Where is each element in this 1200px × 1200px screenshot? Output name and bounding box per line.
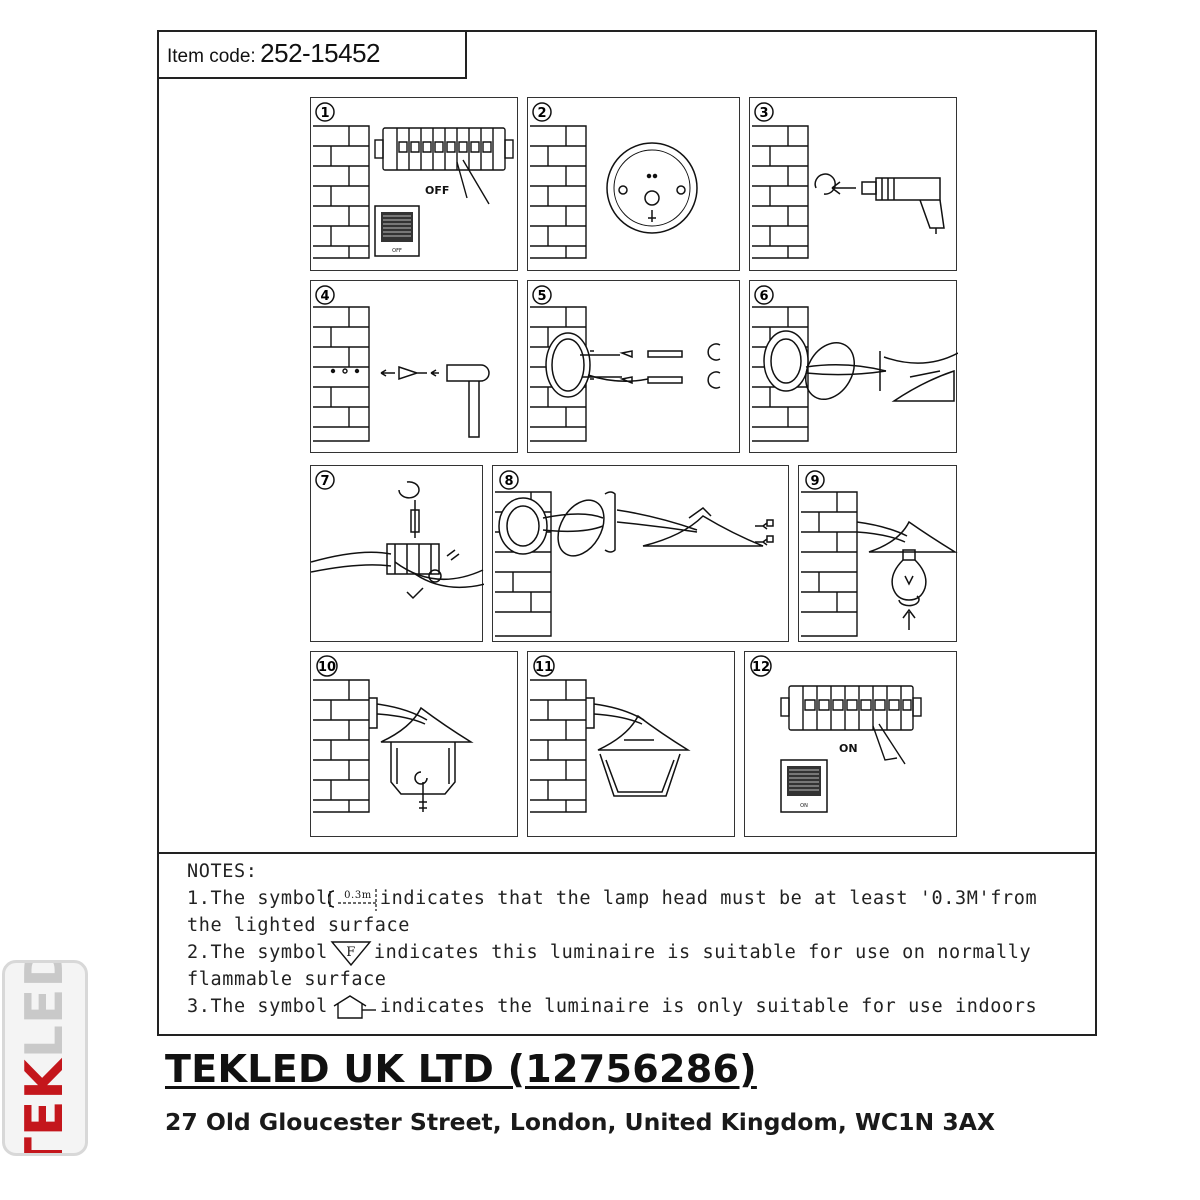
brick-wall-icon — [530, 679, 587, 813]
step-8-panel: 8 — [492, 465, 789, 642]
item-code-box: Item code: 252-15452 — [157, 30, 467, 79]
step-7-illustration: 7 — [311, 470, 484, 600]
step-number: 1 — [320, 106, 329, 121]
logo-part-tek: TEK — [15, 1058, 75, 1156]
distance-0-3m-icon: 0.3m — [327, 889, 377, 911]
step-number: 4 — [320, 289, 329, 304]
note-2-text: indicates this luminaire is suitable for… — [373, 942, 1032, 963]
note-2-cont: flammable surface — [187, 969, 387, 990]
circuit-breaker-icon — [374, 127, 514, 205]
switch-on-label: ON — [800, 803, 808, 809]
instruction-frame — [157, 30, 1097, 1036]
tekled-logo: TEKLED — [2, 960, 88, 1156]
step-8-illustration: 8 — [495, 470, 774, 637]
note-1-cont: the lighted surface — [187, 915, 411, 936]
step-number: 12 — [752, 660, 770, 675]
lamp-mount-icon — [498, 491, 774, 557]
brick-wall-icon — [313, 125, 370, 259]
circuit-breaker-icon — [780, 685, 922, 765]
distance-label: 0.3m — [344, 890, 372, 901]
step-3-panel: 3 — [749, 97, 957, 271]
step-2-panel: 2 — [527, 97, 740, 271]
step-5-panel: 5 — [527, 280, 740, 453]
step-number: 5 — [537, 289, 546, 304]
step-number: 10 — [318, 660, 336, 675]
step-5-illustration: 5 — [530, 285, 721, 442]
step-number: 2 — [537, 106, 546, 121]
terminal-block-icon — [311, 481, 484, 600]
step-6-illustration: 6 — [752, 285, 958, 442]
step-4-illustration: 4 — [313, 285, 490, 442]
logo-part-led: LED — [15, 960, 75, 1059]
step-number: 6 — [759, 289, 768, 304]
step-12-panel: 12 ON ON — [744, 651, 957, 837]
lantern-icon — [369, 697, 474, 812]
switch-on-icon: ON — [780, 759, 828, 813]
step-2-illustration: 2 — [530, 102, 698, 259]
notes-divider — [157, 852, 1097, 854]
drill-icon — [814, 173, 945, 234]
step-number: 7 — [320, 474, 329, 489]
brick-wall-icon — [313, 679, 370, 813]
step-4-panel: 4 — [310, 280, 518, 453]
step-number: 8 — [504, 474, 513, 489]
off-label: OFF — [425, 184, 449, 197]
step-12-illustration: 12 ON ON — [750, 655, 922, 813]
step-10-illustration: 10 — [313, 655, 474, 813]
wall-plate-screws-icon — [545, 332, 721, 398]
step-number: 9 — [810, 474, 819, 489]
note-1-text: indicates that the lamp head must be at … — [379, 888, 1038, 909]
step-number: 3 — [759, 106, 768, 121]
step-10-panel: 10 — [310, 651, 518, 837]
item-code-value: 252-15452 — [260, 38, 381, 68]
step-9-illustration: 9 — [801, 470, 958, 637]
notes-section: NOTES: 1.The symbol 0.3m indicates that the… — [187, 858, 1067, 1020]
brick-wall-icon — [530, 125, 587, 259]
item-code-label: Item code: — [167, 46, 256, 67]
note-3-text: indicates the luminaire is only suitable… — [379, 996, 1038, 1017]
step-6-panel: 6 — [749, 280, 958, 453]
step-9-panel: 9 — [798, 465, 958, 642]
brick-wall-icon — [801, 491, 858, 637]
step-11-panel: 11 — [527, 651, 735, 837]
step-number: 11 — [535, 660, 553, 675]
step-1-panel: 1 OFF OFF — [310, 97, 518, 271]
brick-wall-icon — [752, 125, 809, 259]
note-1-intro: 1.The symbol — [187, 888, 328, 909]
note-3-intro: 3.The symbol — [187, 996, 328, 1017]
step-7-panel: 7 — [310, 465, 484, 642]
step-3-illustration: 3 — [752, 102, 945, 259]
flammable-label: F — [346, 945, 356, 960]
switch-off-icon: OFF — [374, 205, 420, 257]
step-1-illustration: 1 OFF OFF — [313, 102, 514, 259]
company-name: TEKLED UK LTD (12756286) — [165, 1047, 757, 1091]
step-11-illustration: 11 — [530, 655, 691, 813]
mounting-plate-icon — [606, 142, 698, 234]
logo-wordmark: TEKLED — [15, 960, 75, 1156]
assembled-lantern-icon — [586, 697, 691, 797]
light-bulb-icon — [856, 520, 958, 630]
company-address: 27 Old Gloucester Street, London, United… — [165, 1108, 996, 1136]
indoor-use-icon — [333, 995, 376, 1019]
brick-wall-icon — [313, 306, 370, 442]
hammer-icon — [380, 364, 490, 438]
lamp-arm-wiring-icon — [763, 330, 958, 402]
flammable-surface-icon: F — [330, 941, 372, 966]
note-2-intro: 2.The symbol — [187, 942, 328, 963]
on-label: ON — [839, 742, 858, 755]
switch-off-label: OFF — [392, 248, 402, 254]
notes-heading: NOTES: — [187, 861, 258, 882]
